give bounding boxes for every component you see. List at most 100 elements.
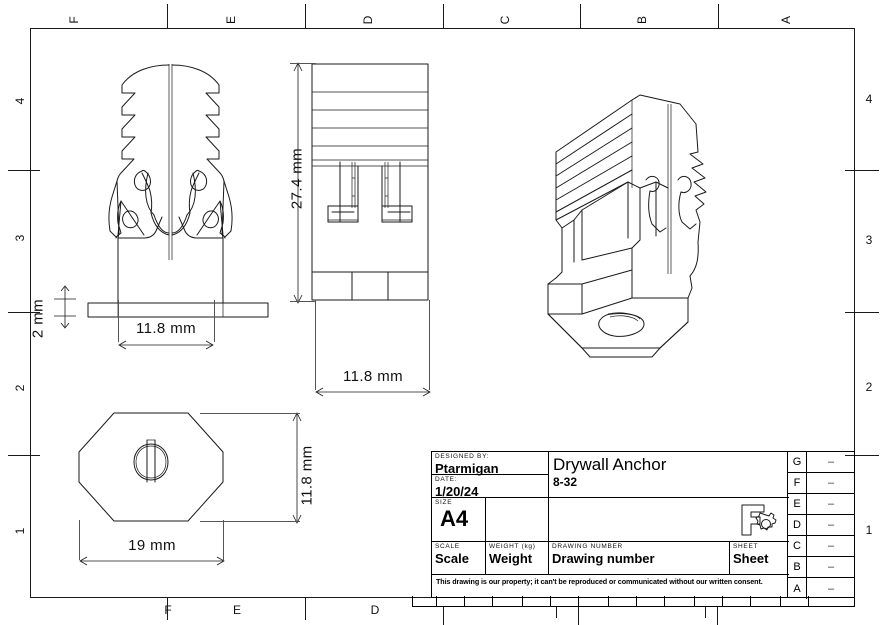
revision-row-B: B – xyxy=(788,557,855,578)
zone-label-top-F: F xyxy=(67,16,81,24)
ruler-seg-14 xyxy=(781,596,809,607)
scale-cell: SCALE Scale xyxy=(432,542,486,575)
ext-line-top-upper xyxy=(200,413,300,414)
scale-value: Scale xyxy=(435,550,469,566)
sheet-cell: SHEET Sheet xyxy=(730,542,789,575)
dimension-19mm-graphic xyxy=(78,554,226,568)
dimension-11-8mm-side-graphic xyxy=(314,385,432,399)
tick-right-1 xyxy=(845,170,879,172)
revision-letter-F: F xyxy=(788,473,807,493)
tick-top-5 xyxy=(718,4,720,28)
ruler-stem-2 xyxy=(556,607,558,618)
revision-row-A: A – xyxy=(788,578,855,599)
dimension-2mm-graphic xyxy=(52,285,78,331)
ruler-seg-1 xyxy=(413,596,437,607)
projection-cell xyxy=(549,498,789,542)
ruler-seg-3 xyxy=(465,596,493,607)
ext-line-front-left xyxy=(118,300,119,342)
revision-row-C: C – xyxy=(788,536,855,557)
tick-right-3 xyxy=(845,455,879,457)
tick-right-2 xyxy=(845,312,879,314)
side-section-view xyxy=(310,62,435,302)
revision-letter-A: A xyxy=(788,578,807,599)
drawing-number-cell: DRAWING NUMBER Drawing number xyxy=(549,542,730,575)
ruler-stem-5 xyxy=(717,607,719,625)
ext-line-side-left xyxy=(315,300,316,390)
zone-label-top-A: A xyxy=(779,16,793,25)
front-view xyxy=(87,55,278,318)
title-block: DESIGNED BY: Ptarmigan DATE: 1/20/24 Dry… xyxy=(431,451,789,599)
revision-letter-D: D xyxy=(788,515,807,535)
drawing-subtitle: 8-32 xyxy=(553,474,578,489)
zone-label-top-C: C xyxy=(498,15,512,25)
tick-top-4 xyxy=(580,4,582,28)
revision-value-F: – xyxy=(827,477,835,489)
tick-bottom-2 xyxy=(305,598,307,620)
revision-value-G: – xyxy=(827,456,835,468)
revision-row-G: G – xyxy=(788,452,855,473)
ext-line-side-bottom xyxy=(290,301,316,302)
disclaimer-cell: This drawing is our property; it can't b… xyxy=(432,575,789,599)
zone-label-right-1: 1 xyxy=(865,523,873,537)
ext-line-top-lower xyxy=(200,521,300,522)
dimension-11-8mm-front-graphic xyxy=(118,338,214,352)
ruler-seg-11 xyxy=(695,596,723,607)
ruler-seg-15 xyxy=(809,596,854,607)
zone-label-left-3: 3 xyxy=(13,234,27,242)
tick-left-2 xyxy=(8,312,40,314)
revision-value-D: – xyxy=(827,519,835,531)
ext-line-front-right xyxy=(214,300,215,342)
scale-caption: SCALE xyxy=(435,543,460,550)
date-value: 1/20/24 xyxy=(435,483,479,499)
ruler-stem-4 xyxy=(705,607,707,618)
revision-letter-B: B xyxy=(788,557,807,577)
tick-top-1 xyxy=(167,4,169,28)
zone-label-right-2: 2 xyxy=(865,380,873,394)
revision-row-F: F – xyxy=(788,473,855,494)
drawing-title-cell: Drywall Anchor 8-32 xyxy=(549,452,789,498)
dimension-label-11-8mm-side: 11.8 mm xyxy=(342,368,404,385)
dimension-label-2mm: 2 mm xyxy=(29,298,47,339)
tick-top-3 xyxy=(443,4,445,28)
tick-left-1 xyxy=(8,170,40,172)
revision-block: G – F – E – D – C – B – A – xyxy=(788,451,855,599)
zone-label-right-3: 3 xyxy=(865,233,873,247)
ruler-seg-12 xyxy=(723,596,751,607)
dimension-label-27-4mm: 27.4 mm xyxy=(288,147,306,210)
disclaimer-text: This drawing is our property; it can't b… xyxy=(436,577,763,586)
zone-label-left-4: 4 xyxy=(13,97,27,105)
size-value: A4 xyxy=(440,505,469,531)
zone-label-top-E: E xyxy=(224,16,238,25)
date-caption: DATE: xyxy=(435,476,458,483)
ruler-seg-6 xyxy=(551,596,579,607)
sheet-value: Sheet xyxy=(733,550,769,566)
designed-by-value: Ptarmigan xyxy=(435,460,499,476)
ruler-seg-9 xyxy=(637,596,665,607)
revision-row-D: D – xyxy=(788,515,855,536)
size-spare-cell xyxy=(486,498,549,542)
designed-by-caption: DESIGNED BY: xyxy=(435,453,490,460)
ruler-seg-2 xyxy=(437,596,465,607)
zone-label-bottom-D: D xyxy=(370,603,380,617)
ext-line-side-right xyxy=(429,300,430,390)
isometric-view xyxy=(520,92,750,387)
size-cell: SIZE A4 xyxy=(432,498,486,542)
dimension-label-11-8mm-front: 11.8 mm xyxy=(135,320,197,337)
revision-value-E: – xyxy=(827,498,835,510)
ext-line-side-top xyxy=(290,63,316,64)
zone-label-left-2: 2 xyxy=(13,384,27,392)
ruler-seg-8 xyxy=(609,596,637,607)
dimension-label-11-8mm-depth: 11.8 mm xyxy=(298,445,316,506)
weight-caption: WEIGHT (kg) xyxy=(489,543,536,550)
zone-label-bottom-E: E xyxy=(232,603,241,617)
revision-letter-C: C xyxy=(788,536,807,556)
ruler-seg-7 xyxy=(579,596,609,607)
ruler-seg-4 xyxy=(493,596,523,607)
revision-letter-E: E xyxy=(788,494,807,514)
top-view xyxy=(76,410,226,525)
revision-value-B: – xyxy=(827,561,835,573)
weight-cell: WEIGHT (kg) Weight xyxy=(486,542,549,575)
ruler-stem-1 xyxy=(443,607,445,625)
zone-label-top-D: D xyxy=(361,15,375,25)
